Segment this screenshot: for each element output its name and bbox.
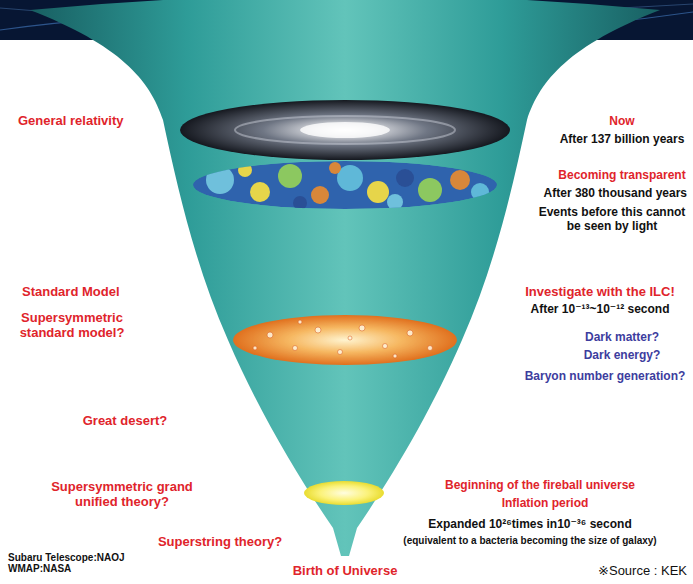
galaxy-core — [300, 122, 390, 138]
time-label: After 137 billion years — [560, 133, 685, 147]
time-label: After 10⁻¹³~10⁻¹² second — [530, 303, 669, 317]
era-label: Beginning of the fireball universe — [445, 479, 635, 493]
theory-label: Supersymmetric standard model? — [11, 311, 133, 341]
galaxy-arm — [235, 116, 455, 144]
question-label: Dark energy? — [584, 349, 661, 363]
fireball-disk — [304, 481, 384, 505]
theory-label: General relativity — [18, 114, 124, 129]
cmb-map — [193, 161, 497, 210]
note-label: Expanded 10²⁶times in10⁻³⁶ second — [428, 518, 631, 532]
plasma-disk — [233, 315, 457, 365]
universe-funnel — [30, 0, 660, 556]
credit-label: Subaru Telescope:NAOJ WMAP:NASA — [8, 552, 142, 575]
era-label: Investigate with the ILC! — [525, 285, 675, 300]
note-label: (equivalent to a bacteria becoming the s… — [403, 535, 656, 547]
era-label: Inflation period — [502, 497, 589, 511]
era-label: Now — [609, 115, 634, 129]
galaxy-image — [180, 100, 510, 160]
theory-label: Great desert? — [83, 414, 168, 429]
theory-label: Supersymmetric grand unified theory? — [36, 480, 208, 510]
question-label: Dark matter? — [585, 331, 659, 345]
theory-label: Standard Model — [22, 285, 120, 300]
question-label: Baryon number generation? — [525, 370, 686, 384]
time-label: After 380 thousand years — [544, 187, 687, 201]
era-label: Becoming transparent — [558, 169, 685, 183]
era-label: Birth of Universe — [293, 564, 398, 579]
note-label: Events before this cannot be seen by lig… — [537, 206, 687, 234]
source-label: ※Source : KEK — [598, 564, 687, 579]
theory-label: Superstring theory? — [158, 535, 282, 550]
